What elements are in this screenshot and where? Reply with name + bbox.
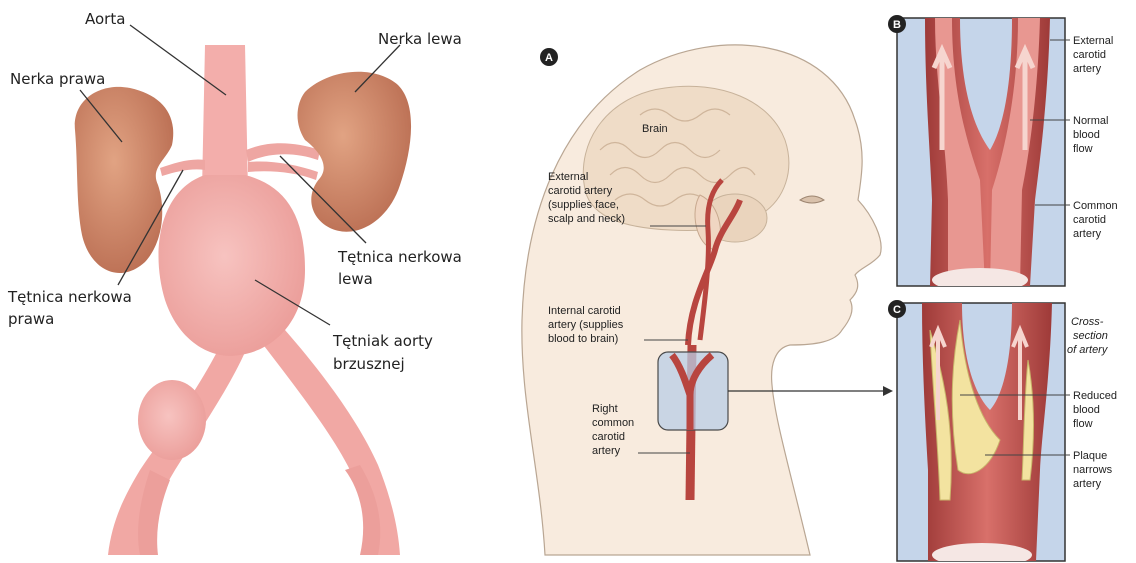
renal-right-label-1: Tętnica nerkowa — [7, 288, 132, 306]
right-renal-artery — [160, 160, 205, 176]
ext-carotid-label-2: carotid artery — [548, 185, 613, 197]
panel-b-section — [932, 268, 1028, 292]
brain-label: Brain — [642, 123, 668, 135]
aorta-label: Aorta — [85, 10, 125, 28]
panel-c-narrowed-artery: C Cross- section of artery Reduced blood… — [888, 300, 1117, 563]
panel-c-plaque-label-2: narrows — [1073, 464, 1113, 476]
panel-b-norm-label-1: Normal — [1073, 115, 1108, 127]
panel-c-cross-label-2: section — [1073, 330, 1108, 342]
ext-carotid-label-3: (supplies face, — [548, 199, 619, 211]
aorta-aneurysm-diagram: Aorta Nerka lewa Nerka prawa Tętnica ner… — [7, 10, 462, 555]
renal-left-label-1: Tętnica nerkowa — [337, 248, 462, 266]
int-carotid-label-1: Internal carotid — [548, 305, 621, 317]
carotid-artery-diagram: A Brain External carotid artery (supplie… — [522, 15, 1118, 563]
aneurysm-label-2: brzusznej — [333, 355, 405, 373]
int-carotid-label-3: blood to brain) — [548, 333, 618, 345]
badge-b-label: B — [893, 19, 901, 31]
int-carotid-label-2: artery (supplies — [548, 319, 624, 331]
panel-b-normal-artery: B External carotid artery Normal blood f… — [888, 15, 1118, 292]
aorta-vessel — [202, 45, 248, 190]
panel-b-ext-label-2: carotid — [1073, 49, 1106, 61]
panel-c-red-label-3: flow — [1073, 418, 1093, 430]
right-kidney — [75, 87, 173, 273]
badge-c-label: C — [893, 304, 901, 316]
panel-b-norm-label-3: flow — [1073, 143, 1093, 155]
panel-b-norm-label-2: blood — [1073, 129, 1100, 141]
right-common-label-2: common — [592, 417, 634, 429]
ext-carotid-label-4: scalp and neck) — [548, 213, 625, 225]
panel-b-ext-label-3: artery — [1073, 63, 1102, 75]
aneurysm-label-1: Tętniak aorty — [332, 332, 433, 350]
panel-b-ext-label-1: External — [1073, 35, 1113, 47]
right-common-label-3: carotid — [592, 431, 625, 443]
kidney-left-label: Nerka lewa — [378, 30, 462, 48]
panel-b-common-label-1: Common — [1073, 200, 1118, 212]
renal-left-label-2: lewa — [338, 270, 373, 288]
panel-b-common-label-3: artery — [1073, 228, 1102, 240]
panel-c-cross-label-3: of artery — [1067, 344, 1109, 356]
panel-c-plaque-label-3: artery — [1073, 478, 1102, 490]
panel-c-red-label-1: Reduced — [1073, 390, 1117, 402]
kidney-right-label: Nerka prawa — [10, 70, 105, 88]
panel-b-common-label-2: carotid — [1073, 214, 1106, 226]
right-common-label-4: artery — [592, 445, 621, 457]
left-renal-artery-lower — [248, 161, 318, 180]
right-common-label-1: Right — [592, 403, 618, 415]
box-pointer-arrowhead — [883, 386, 893, 396]
panel-c-cross-label-1: Cross- — [1071, 316, 1104, 328]
abdominal-aortic-aneurysm — [158, 175, 305, 356]
ext-carotid-label-1: External — [548, 171, 588, 183]
renal-right-label-2: prawa — [8, 310, 54, 328]
badge-a-label: A — [545, 52, 553, 64]
iliac-aneurysm — [138, 380, 206, 460]
panel-c-red-label-2: blood — [1073, 404, 1100, 416]
panel-c-plaque-label-1: Plaque — [1073, 450, 1107, 462]
